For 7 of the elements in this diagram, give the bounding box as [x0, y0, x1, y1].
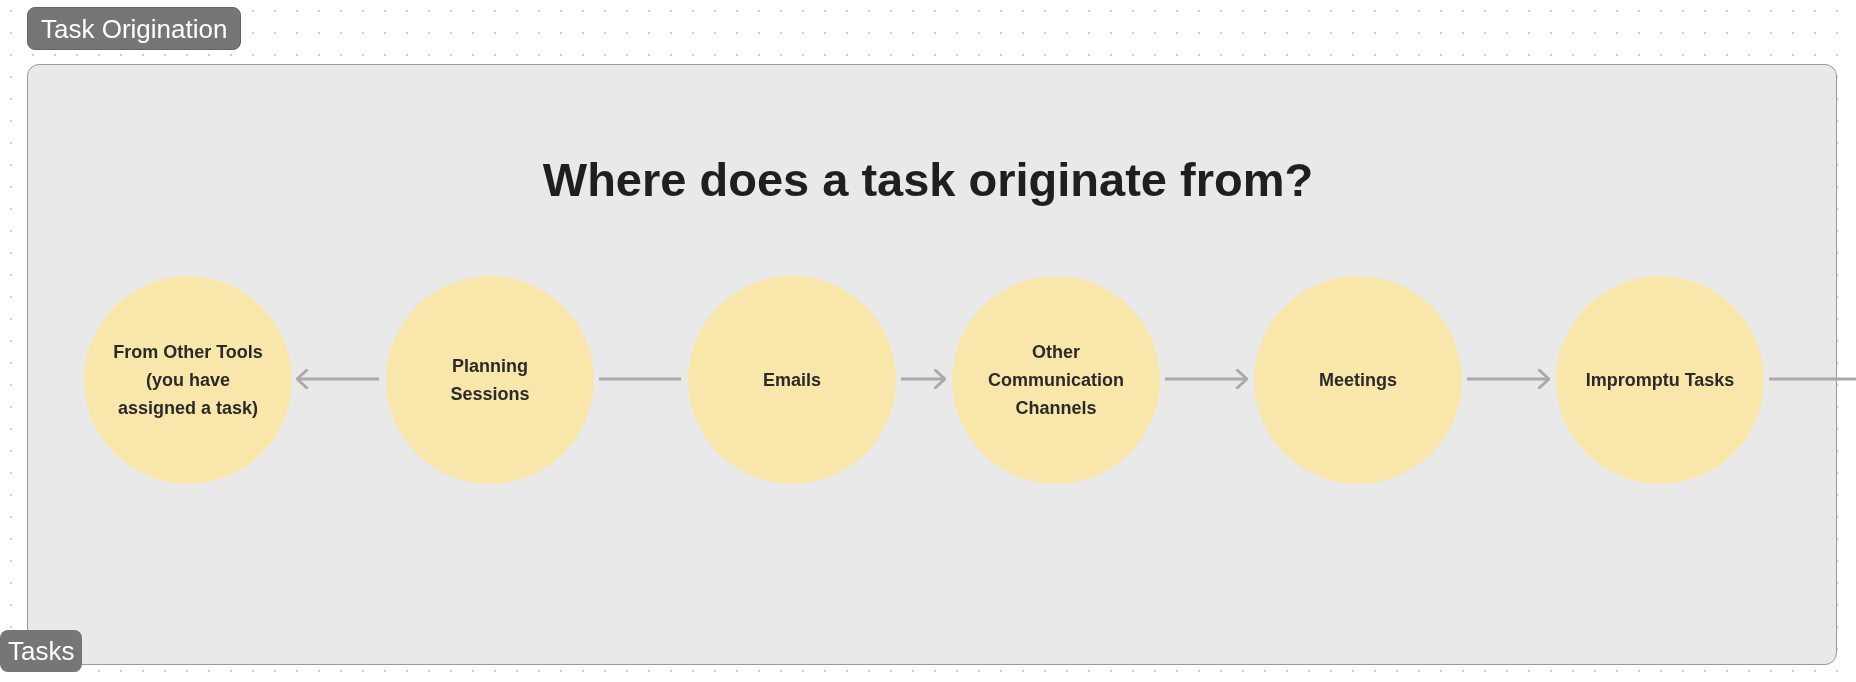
arrow [1467, 368, 1551, 390]
frame-tag: Task Origination [27, 7, 242, 50]
heading: Where does a task originate from? [541, 152, 1315, 208]
arrow [295, 368, 379, 390]
frame-tag: Tasks [0, 630, 83, 672]
arrow [1165, 368, 1249, 390]
arrow [901, 368, 947, 390]
